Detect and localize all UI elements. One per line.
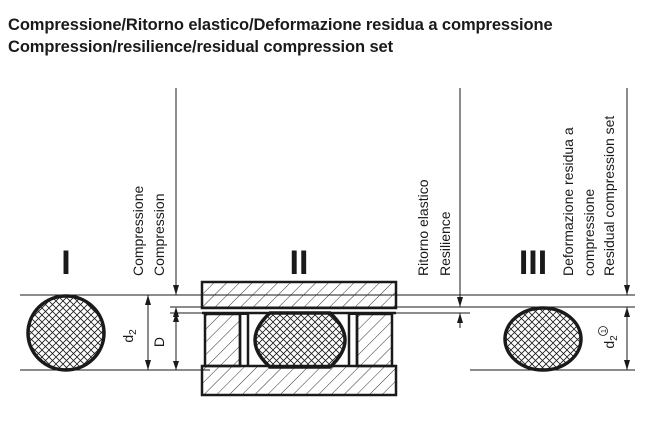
stage-2-numeral: II <box>290 244 309 282</box>
stage-3-numeral: III <box>519 244 547 282</box>
label-set-it-1: Deformazione residua a <box>560 127 576 276</box>
dim-d2-sub: 2 <box>128 329 139 335</box>
dim-d2-label: d <box>120 335 136 343</box>
label-resilience-en: Resilience <box>437 211 453 276</box>
title-italian: Compressione/Ritorno elastico/Deformazio… <box>8 16 553 34</box>
label-compression-it: Compressione <box>130 186 146 276</box>
dim-d2-residual-label: d <box>601 341 617 349</box>
svg-text:d2: d2 <box>120 329 139 343</box>
dim-D: D <box>151 313 179 370</box>
svg-text:d2: d2 <box>601 335 620 349</box>
label-set-en: Residual compression set <box>601 116 617 276</box>
oring-uncompressed <box>26 294 106 372</box>
label-set-it-2: compressione <box>581 189 597 276</box>
oring-compressed <box>253 311 347 369</box>
dim-d2-residual-sub: 2 <box>609 335 620 341</box>
compression-arrow-up <box>173 307 179 317</box>
label-resilience-it: Ritorno elastico <box>415 179 431 276</box>
oring-residual <box>503 306 583 372</box>
label-compression-en: Compression <box>151 194 167 276</box>
dim-d2-residual: d2 1 <box>598 307 630 370</box>
dim-d2-residual-mark: 1 <box>601 329 608 333</box>
stage-1-numeral: I <box>61 244 70 282</box>
title-english: Compression/resilience/residual compress… <box>8 38 394 56</box>
dim-d2: d2 <box>120 295 151 370</box>
groove-housing <box>200 280 398 397</box>
dim-D-label: D <box>151 337 167 347</box>
